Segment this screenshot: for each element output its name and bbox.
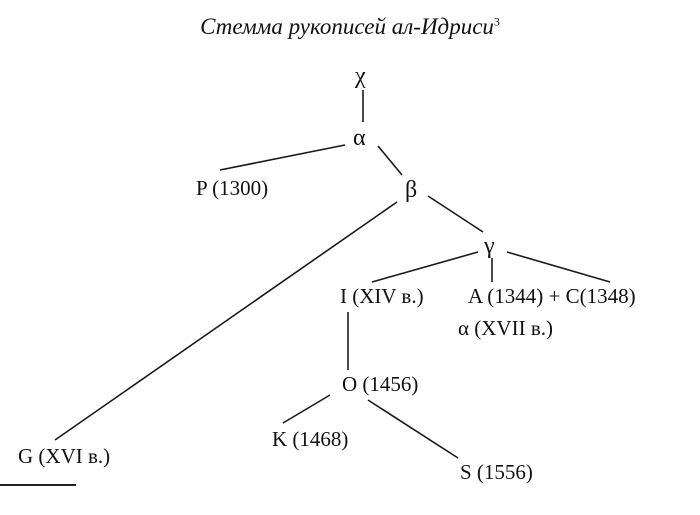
node-k: K (1468): [272, 427, 349, 451]
node-alpha: α: [353, 125, 366, 151]
node-chi: χ: [355, 63, 366, 89]
node-i: I (XIV в.): [340, 284, 424, 308]
node-o: O (1456): [342, 372, 419, 396]
node-g: G (XVI в.): [18, 444, 111, 468]
edge-o-s: [367, 399, 459, 459]
node-beta: β: [405, 177, 418, 203]
edge-o-k: [282, 394, 331, 424]
edge-alpha-beta: [377, 145, 403, 176]
node-a-c: A (1344) + C(1348): [468, 284, 636, 308]
edge-gamma-c: [506, 251, 611, 283]
title-text: Стемма рукописей ал-Идриси: [200, 14, 494, 39]
node-p: P (1300): [196, 176, 269, 200]
node-alpha-xvii: α (XVII в.): [458, 316, 553, 340]
edge-gamma-i: [371, 251, 479, 283]
footnote-divider: [0, 484, 76, 486]
edge-beta-gamma: [427, 195, 484, 233]
footnote-marker: 3: [493, 14, 500, 29]
node-s: S (1556): [460, 460, 533, 484]
diagram-title: Стемма рукописей ал-Идриси3: [0, 14, 700, 40]
edge-beta-g: [54, 201, 398, 441]
edge-alpha-p: [219, 144, 346, 171]
node-gamma: γ: [484, 233, 495, 259]
